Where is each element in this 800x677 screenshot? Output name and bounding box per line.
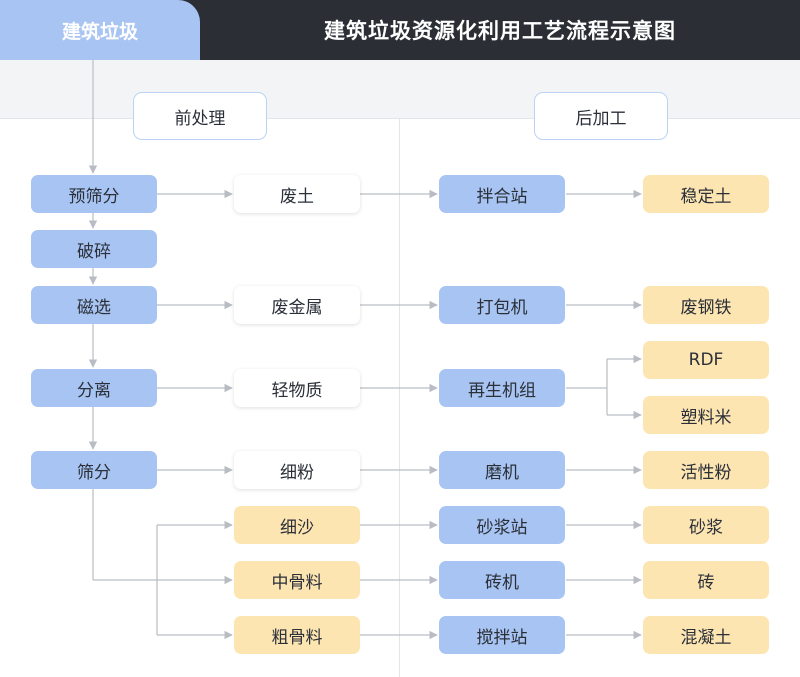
stage-postprocessing: 后加工 xyxy=(534,92,668,140)
item-coarse-aggregate: 粗骨料 xyxy=(234,616,360,654)
source-label: 建筑垃圾 xyxy=(0,0,200,60)
process-mixing-station: 拌合站 xyxy=(439,175,565,213)
process-brick-machine: 砖机 xyxy=(439,561,565,599)
item-light-matter: 轻物质 xyxy=(234,369,360,407)
product-stabilized-soil: 稳定土 xyxy=(643,175,769,213)
product-concrete: 混凝土 xyxy=(643,616,769,654)
process-mill: 磨机 xyxy=(439,451,565,489)
process-concrete-station: 搅拌站 xyxy=(439,616,565,654)
item-fine-powder: 细粉 xyxy=(234,451,360,489)
stage-pretreatment: 前处理 xyxy=(133,92,267,140)
step-crush: 破碎 xyxy=(31,230,157,268)
process-mortar-station: 砂浆站 xyxy=(439,506,565,544)
item-medium-aggregate: 中骨料 xyxy=(234,561,360,599)
product-brick: 砖 xyxy=(643,561,769,599)
step-prescreen: 预筛分 xyxy=(31,175,157,213)
product-plastic-pellets: 塑料米 xyxy=(643,396,769,434)
item-fine-sand: 细沙 xyxy=(234,506,360,544)
product-active-powder: 活性粉 xyxy=(643,451,769,489)
step-magnetic: 磁选 xyxy=(31,286,157,324)
item-waste-soil: 废土 xyxy=(234,175,360,213)
product-scrap-steel: 废钢铁 xyxy=(643,286,769,324)
step-separate: 分离 xyxy=(31,369,157,407)
diagram-title: 建筑垃圾资源化利用工艺流程示意图 xyxy=(324,19,676,43)
item-waste-metal: 废金属 xyxy=(234,286,360,324)
process-regeneration-unit: 再生机组 xyxy=(439,369,565,407)
process-baler: 打包机 xyxy=(439,286,565,324)
product-rdf: RDF xyxy=(643,341,769,379)
product-mortar: 砂浆 xyxy=(643,506,769,544)
step-sieve: 筛分 xyxy=(31,451,157,489)
